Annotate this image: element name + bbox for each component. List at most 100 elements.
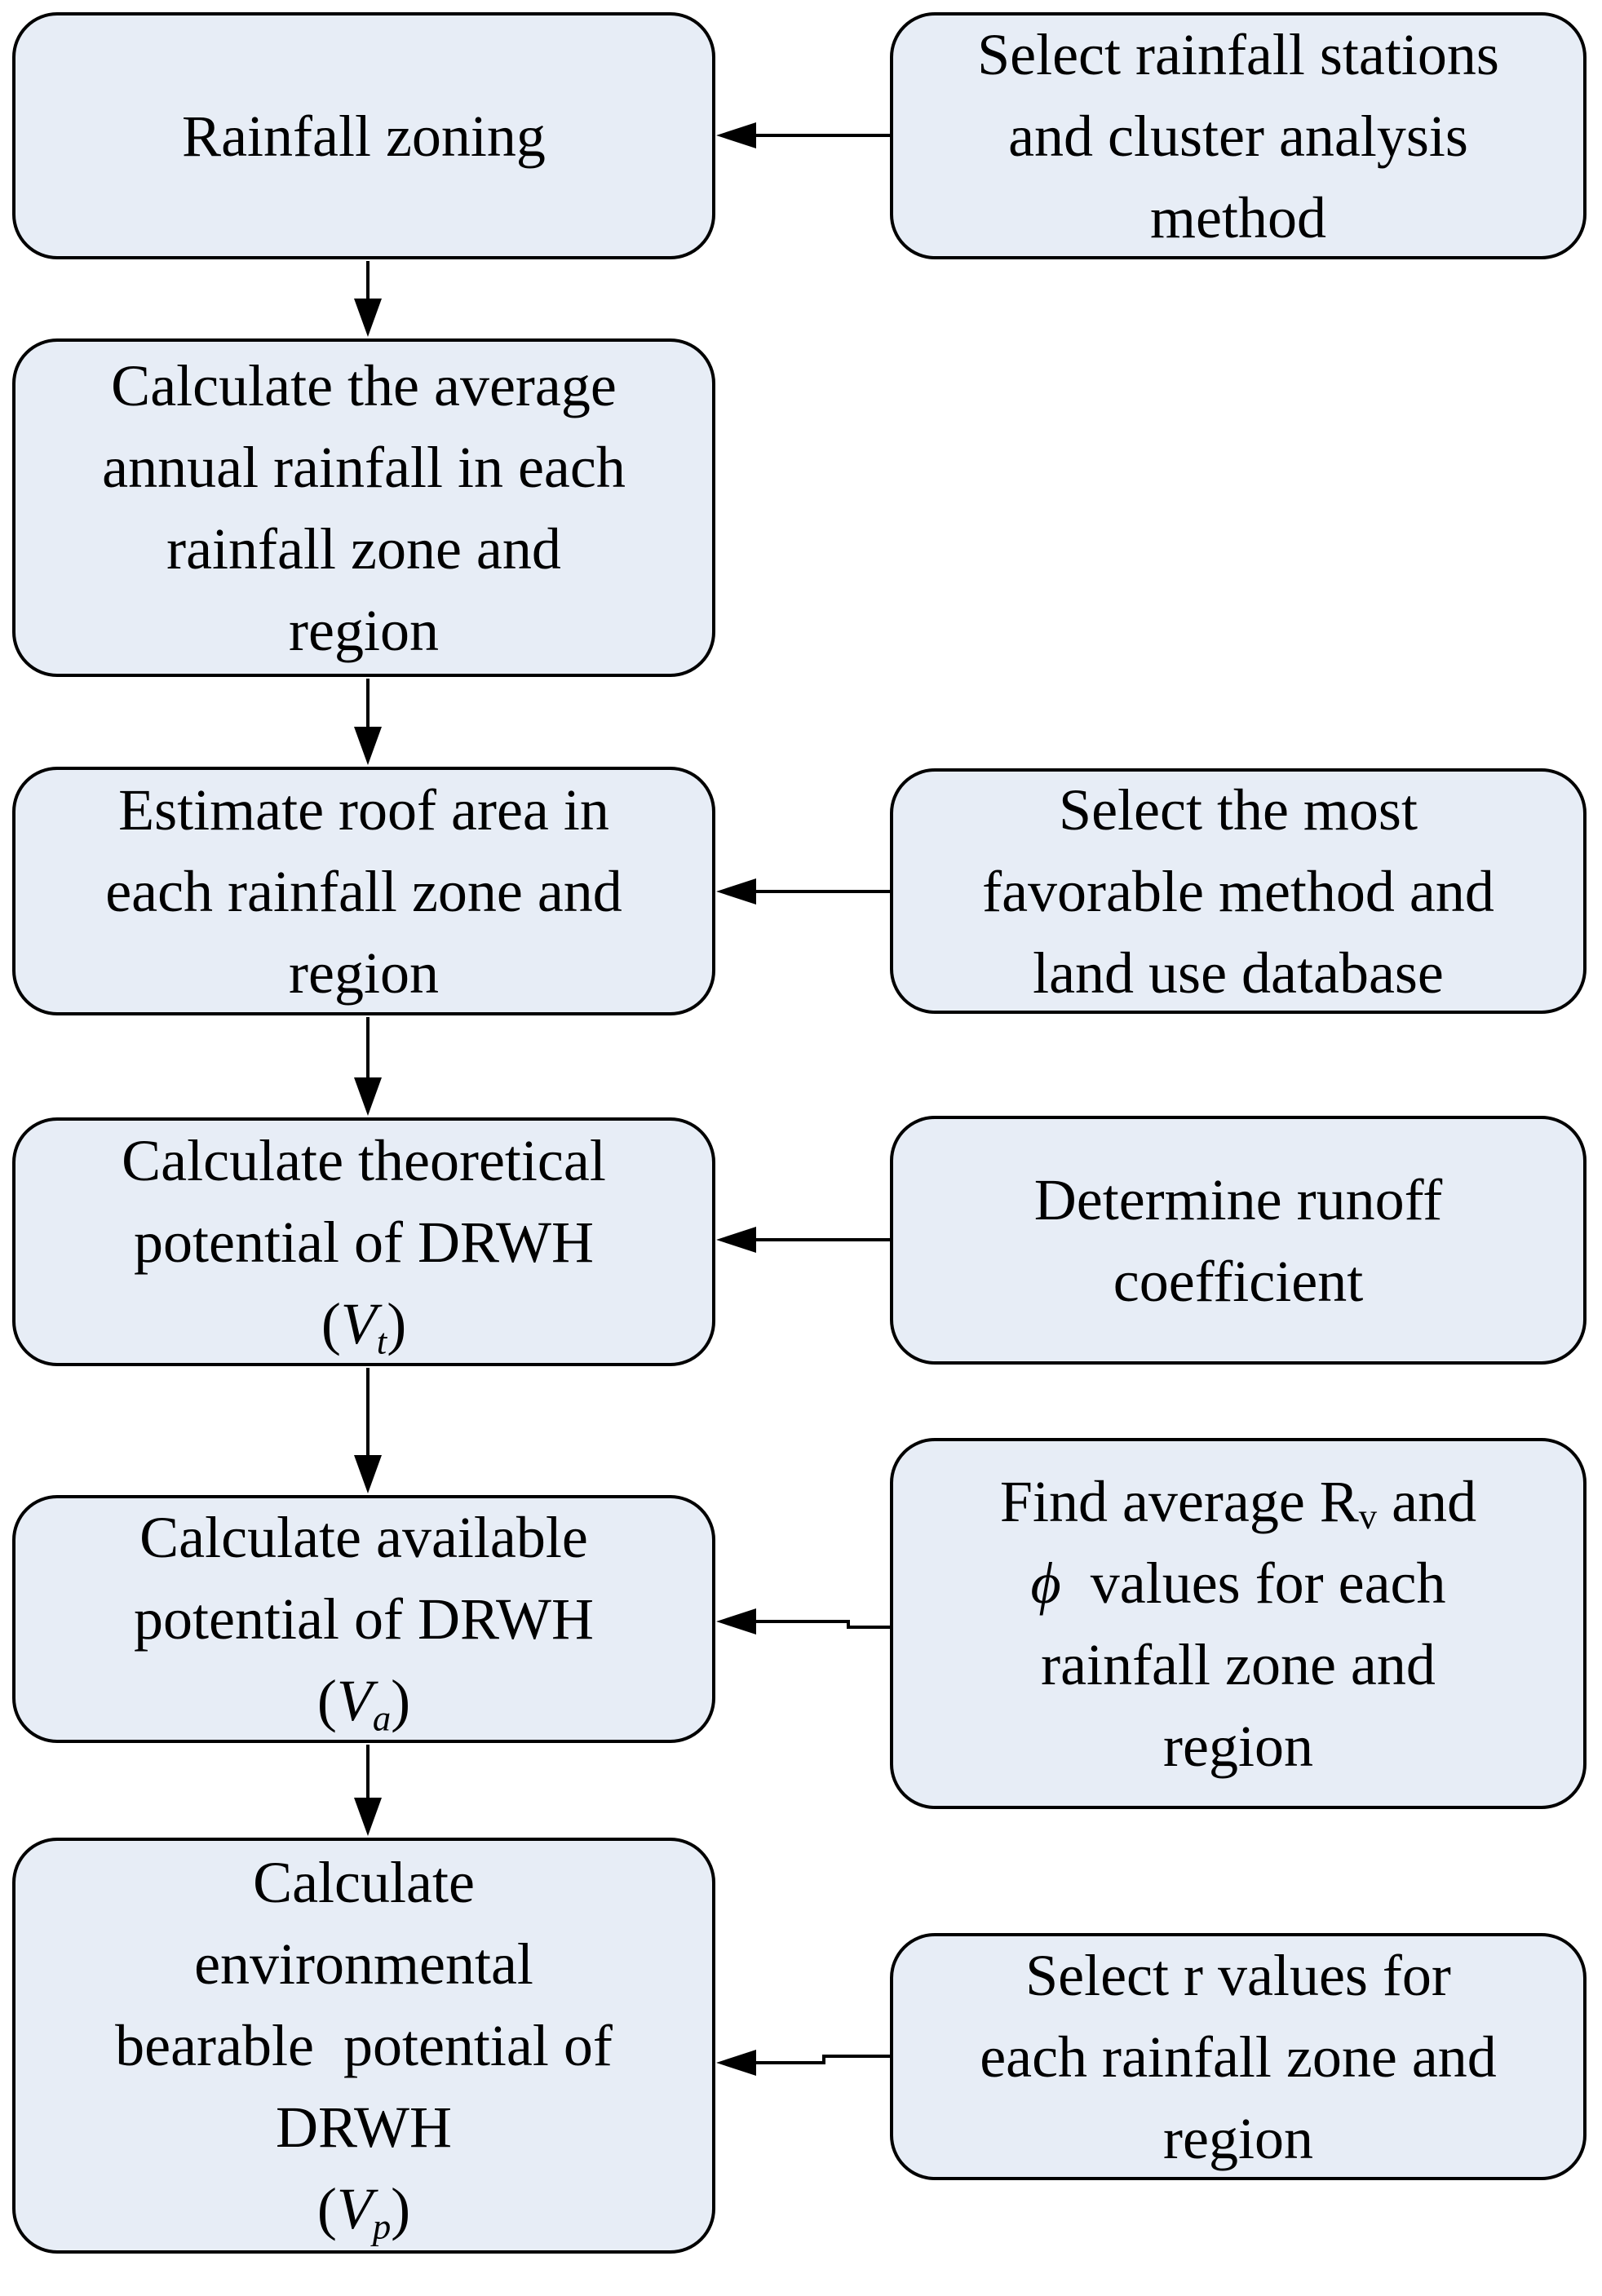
node-text-segment: Calculate theoretical <box>122 1127 606 1193</box>
node-text-segment: ) <box>391 1668 411 1733</box>
node-text-segment: region <box>289 940 439 1006</box>
node-text-line: Calculate theoretical <box>122 1120 606 1201</box>
node-text-segment: Find average R <box>999 1468 1359 1534</box>
flow-node-select-rainfall-stations: Select rainfall stations and cluster anal… <box>890 12 1587 259</box>
node-text-segment: potential of DRWH <box>134 1586 594 1652</box>
node-text-line: Calculate available <box>134 1497 594 1578</box>
node-text-segment: environmental <box>194 1931 533 1997</box>
node-text-segment: ) <box>391 2176 411 2241</box>
node-text-line: each rainfall zone and <box>980 2016 1497 2098</box>
node-text-line: annual rainfall in each <box>102 427 626 508</box>
node-text-line: method <box>977 177 1499 259</box>
node-text-segment: values for each <box>1060 1550 1446 1616</box>
node-text: Select the most favorable method and land … <box>982 769 1494 1014</box>
node-text-line: region <box>1000 1705 1476 1787</box>
node-text-line: coefficient <box>1034 1241 1442 1322</box>
node-text-segment: Determine runoff <box>1033 1166 1443 1232</box>
node-text-line: region <box>980 2098 1497 2179</box>
node-text-segment: ( <box>321 1290 341 1356</box>
node-text-line: rainfall zone and <box>1000 1624 1476 1705</box>
node-text-line: DRWH <box>115 2086 613 2168</box>
node-text-segment: and cluster analysis <box>1008 103 1468 169</box>
node-text: Estimate roof area in each rainfall zone … <box>105 769 622 1014</box>
flow-node-select-favorable-method: Select the most favorable method and land … <box>890 768 1587 1014</box>
flow-node-determine-runoff-coefficient: Determine runoff coefficient <box>890 1116 1587 1365</box>
flow-node-calc-available-potential: Calculate available potential of DRWH (Va) <box>12 1495 715 1743</box>
edge-select-stations-to-rainfall-zoning <box>716 122 890 148</box>
flow-node-select-r-values: Select r values for each rainfall zone an… <box>890 1933 1587 2180</box>
node-text-segment: DRWH <box>276 2095 452 2160</box>
node-text: Rainfall zoning <box>182 95 546 177</box>
node-text-line: Estimate roof area in <box>105 769 622 851</box>
node-text-segment: ) <box>387 1290 407 1356</box>
node-text-line: Rainfall zoning <box>182 95 546 177</box>
node-text-segment: and <box>1377 1468 1477 1534</box>
flow-node-estimate-roof-area: Estimate roof area in each rainfall zone … <box>12 767 715 1015</box>
node-text: Select rainfall stations and cluster anal… <box>977 14 1499 259</box>
node-text-segment: Rainfall zoning <box>182 103 546 169</box>
flow-node-rainfall-zoning: Rainfall zoning <box>12 12 715 259</box>
edge-rainfall-zoning-to-average-rainfall <box>354 261 382 337</box>
node-text-line: bearable potential of <box>115 2005 613 2086</box>
node-text-segment: V <box>336 1668 373 1733</box>
node-text-line: region <box>102 590 626 671</box>
node-text-segment: ( <box>316 2176 337 2241</box>
node-text-line: (Vp) <box>115 2168 613 2250</box>
node-text-line: ϕ values for each <box>1000 1542 1476 1624</box>
node-text-line: Calculate <box>115 1842 613 1923</box>
node-text-segment: bearable potential of <box>115 2013 613 2078</box>
node-text-segment: p <box>372 2205 392 2247</box>
edge-r-values-to-environmental-potential <box>716 2050 890 2076</box>
node-text-segment: coefficient <box>1113 1248 1364 1314</box>
node-text-segment: Estimate roof area in <box>118 776 609 843</box>
node-text-segment: Select the most <box>1059 776 1418 843</box>
node-text-line: favorable method and <box>982 851 1494 932</box>
node-text-segment: ϕ <box>1030 1550 1061 1616</box>
node-text-segment: each rainfall zone and <box>980 2024 1497 2090</box>
edge-theoretical-to-available-potential <box>354 1368 382 1493</box>
node-text-line: environmental <box>115 1923 613 2005</box>
edge-available-to-environmental-potential <box>354 1745 382 1836</box>
node-text-line: (Va) <box>134 1660 594 1741</box>
node-text-segment: Select rainfall stations <box>977 21 1499 87</box>
node-text-line: Select r values for <box>980 1935 1497 2016</box>
node-text-segment: Select r values for <box>1025 1942 1451 2008</box>
node-text-segment: V <box>336 2176 373 2241</box>
node-text-line: Select rainfall stations <box>977 14 1499 95</box>
node-text-segment: rainfall zone and <box>1041 1631 1436 1697</box>
node-text-line: region <box>105 932 622 1014</box>
node-text-segment: V <box>340 1290 377 1356</box>
node-text-segment: region <box>1163 2105 1313 2171</box>
node-text-line: Find average Rv and <box>1000 1461 1476 1542</box>
node-text-line: each rainfall zone and <box>105 851 622 932</box>
node-text-line: Calculate the average <box>102 345 626 427</box>
node-text-segment: method <box>1150 184 1326 250</box>
node-text-segment: a <box>372 1697 392 1739</box>
node-text-line: (Vt) <box>122 1283 606 1365</box>
edge-roof-area-to-theoretical-potential <box>354 1017 382 1116</box>
node-text-segment: each rainfall zone and <box>105 858 622 924</box>
node-text-segment: t <box>376 1320 387 1361</box>
node-text: Determine runoff coefficient <box>1034 1159 1442 1322</box>
node-text: Select r values for each rainfall zone an… <box>980 1935 1497 2179</box>
node-text-segment: region <box>1163 1713 1313 1779</box>
node-text-segment: Calculate available <box>139 1505 588 1570</box>
node-text-line: Determine runoff <box>1034 1159 1442 1241</box>
node-text-segment: rainfall zone and <box>166 515 561 582</box>
node-text-segment: v <box>1358 1495 1378 1537</box>
node-text-line: potential of DRWH <box>134 1578 594 1660</box>
node-text-segment: ( <box>316 1668 337 1733</box>
node-text-line: Select the most <box>982 769 1494 851</box>
node-text-segment: Calculate <box>253 1850 475 1915</box>
node-text-segment: land use database <box>1033 940 1444 1006</box>
node-text-line: and cluster analysis <box>977 95 1499 177</box>
edge-runoff-coefficient-to-theoretical-potential <box>716 1227 890 1253</box>
edge-favorable-method-to-roof-area <box>716 878 890 905</box>
node-text: Calculate environmental bearable potential… <box>115 1842 613 2250</box>
node-text-segment: potential of DRWH <box>134 1209 594 1275</box>
